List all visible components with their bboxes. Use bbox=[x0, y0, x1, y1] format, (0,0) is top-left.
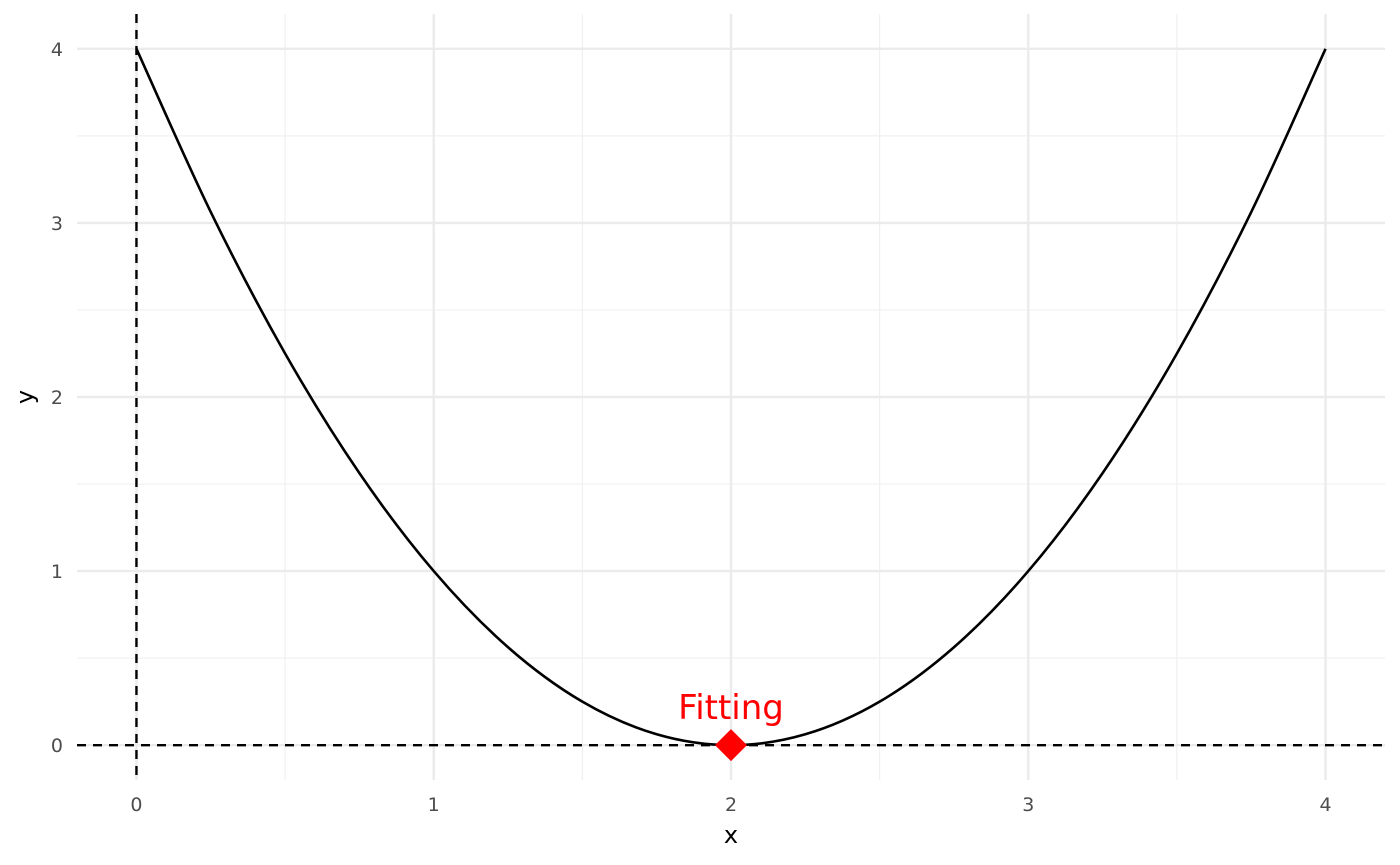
x-axis-ticks: 0 1 2 3 4 bbox=[130, 794, 1331, 816]
y-tick-label: 1 bbox=[51, 561, 63, 583]
x-tick-label: 4 bbox=[1319, 794, 1331, 816]
y-axis-ticks: 0 1 2 3 4 bbox=[51, 39, 63, 757]
x-tick-label: 1 bbox=[428, 794, 440, 816]
x-axis-title: x bbox=[724, 821, 738, 849]
y-axis-title: y bbox=[11, 390, 39, 404]
y-tick-label: 4 bbox=[51, 39, 63, 61]
y-tick-label: 0 bbox=[51, 735, 63, 757]
grid-major bbox=[77, 14, 1385, 780]
x-tick-label: 0 bbox=[130, 794, 142, 816]
x-tick-label: 2 bbox=[725, 794, 737, 816]
highlight-diamond-marker bbox=[715, 729, 747, 762]
reference-lines bbox=[77, 14, 1385, 780]
highlight-label: Fitting bbox=[678, 688, 784, 728]
y-tick-label: 2 bbox=[51, 387, 63, 409]
x-tick-label: 3 bbox=[1022, 794, 1034, 816]
y-tick-label: 3 bbox=[51, 213, 63, 235]
highlight-layer: Fitting bbox=[678, 688, 784, 762]
